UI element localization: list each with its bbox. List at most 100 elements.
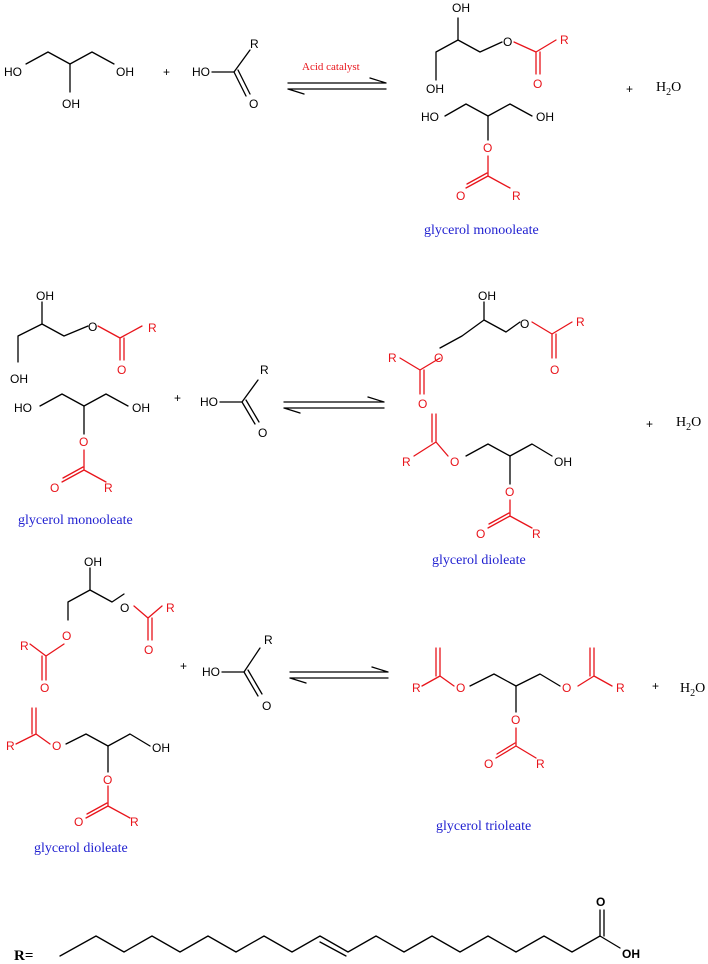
reactant-caption: glycerol dioleate	[34, 841, 128, 856]
atom-label: R	[412, 681, 421, 695]
atom-label: R	[130, 815, 139, 829]
equilibrium-arrow	[283, 396, 385, 414]
water-formula: H2O	[676, 415, 701, 433]
atom-label: R	[6, 739, 15, 753]
atom-label: R	[148, 321, 157, 335]
atom-label: HO	[4, 65, 22, 79]
equilibrium-arrow	[287, 77, 387, 95]
atom-label: R	[20, 639, 29, 653]
plus-sign: +	[163, 65, 170, 79]
product-caption: glycerol trioleate	[436, 819, 531, 834]
atom-label: R	[576, 315, 585, 329]
atom-label: O	[120, 601, 129, 615]
plus-sign: +	[174, 391, 181, 405]
atom-label: O	[249, 97, 258, 111]
triglyceride-molecule	[421, 647, 613, 759]
monoglyceride-2-position	[444, 103, 533, 189]
plus-sign: +	[180, 659, 187, 673]
atom-label: O	[88, 320, 97, 334]
monoglyceride-2-position	[39, 393, 129, 483]
atom-label: OH	[36, 289, 54, 303]
atom-label: R	[388, 351, 397, 365]
monoglyceride-1-position	[435, 17, 557, 81]
atom-label: R	[402, 455, 411, 469]
atom-label: O	[456, 189, 465, 203]
atom-label: HO	[421, 110, 439, 124]
atom-label: OH	[10, 372, 28, 386]
atom-label: OH	[452, 1, 470, 15]
atom-label: OH	[426, 82, 444, 96]
atom-label: O	[562, 681, 571, 695]
plus-sign: +	[626, 82, 633, 96]
atom-label: R	[536, 757, 545, 771]
atom-label: OH	[116, 65, 134, 79]
atom-label: OH	[622, 947, 640, 961]
atom-label: O	[79, 435, 88, 449]
atom-label: HO	[14, 401, 32, 415]
diglyceride-1-2-position	[15, 707, 151, 819]
atom-label: HO	[200, 395, 218, 409]
atom-label: O	[103, 773, 112, 787]
atom-label: O	[50, 481, 59, 495]
atom-label: R	[512, 189, 521, 203]
atom-label: O	[511, 713, 520, 727]
equilibrium-arrow	[289, 666, 389, 684]
atom-label: R	[166, 601, 175, 615]
atom-label: O	[450, 455, 459, 469]
atom-label: O	[550, 363, 559, 377]
diglyceride-1-3-position	[29, 567, 163, 681]
atom-label: O	[484, 757, 493, 771]
water-formula: H2O	[656, 80, 681, 98]
atom-label: O	[434, 351, 443, 365]
fatty-acid-molecule	[211, 49, 251, 97]
atom-label: O	[483, 141, 492, 155]
atom-label: O	[533, 77, 542, 91]
atom-label: OH	[536, 110, 554, 124]
atom-label: R	[560, 33, 569, 47]
atom-label: O	[505, 485, 514, 499]
atom-label: O	[117, 363, 126, 377]
fatty-acid-molecule	[219, 379, 260, 425]
atom-label: OH	[132, 401, 150, 415]
product-caption: glycerol dioleate	[432, 553, 526, 568]
plus-sign: +	[652, 679, 659, 693]
monoglyceride-1-position	[17, 301, 143, 363]
atom-label: OH	[62, 97, 80, 111]
reactant-caption: glycerol monooleate	[18, 513, 133, 528]
atom-label: R	[250, 37, 259, 51]
r-definition-label: R=	[14, 948, 33, 964]
atom-label: R	[104, 481, 113, 495]
atom-label: HO	[192, 65, 210, 79]
atom-label: O	[40, 681, 49, 695]
atom-label: O	[476, 527, 485, 541]
atom-label: R	[616, 681, 625, 695]
atom-label: O	[258, 426, 267, 440]
product-caption: glycerol monooleate	[424, 223, 539, 238]
atom-label: R	[260, 363, 269, 377]
atom-label: O	[52, 739, 61, 753]
atom-label: OH	[152, 741, 170, 755]
atom-label: O	[262, 699, 271, 713]
atom-label: O	[144, 643, 153, 657]
atom-label: O	[596, 895, 605, 909]
atom-label: OH	[478, 289, 496, 303]
diglyceride-1-3-position	[399, 301, 573, 395]
diglyceride-1-2-position	[413, 413, 553, 529]
fatty-acid-molecule	[221, 647, 263, 697]
catalyst-label: Acid catalyst	[302, 61, 360, 73]
atom-label: O	[418, 397, 427, 411]
water-formula: H2O	[680, 681, 705, 699]
atom-label: OH	[554, 455, 572, 469]
oleic-acid-chain	[59, 909, 621, 957]
glycerol-molecule	[25, 51, 115, 93]
atom-label: O	[74, 815, 83, 829]
atom-label: O	[456, 681, 465, 695]
atom-label: OH	[84, 555, 102, 569]
atom-label: O	[520, 317, 529, 331]
atom-label: O	[503, 35, 512, 49]
atom-label: HO	[202, 665, 220, 679]
atom-label: R	[532, 527, 541, 541]
atom-label: O	[62, 629, 71, 643]
atom-label: R	[264, 633, 273, 647]
